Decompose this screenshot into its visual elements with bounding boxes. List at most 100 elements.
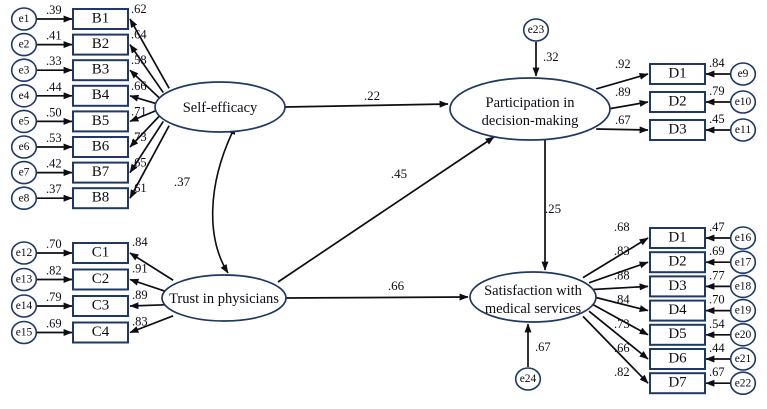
nodes-layer xyxy=(10,7,757,396)
error-label-e11: e11 xyxy=(735,124,751,136)
error-circle-e14 xyxy=(10,294,38,318)
indicator-label-d1-participation: D1 xyxy=(668,65,686,81)
covariance-value-self-efficacy-trust: .37 xyxy=(174,174,191,189)
error-label-e21: e21 xyxy=(735,353,752,365)
indicator-box-d5-satisfaction xyxy=(649,323,706,346)
error-label-e1: e1 xyxy=(19,13,30,25)
loading-path-self-efficacy-b4 xyxy=(129,94,158,105)
latent-label-trust: Trust in physicians xyxy=(169,291,279,307)
indicator-label-d2-participation: D2 xyxy=(668,93,686,109)
error-value-e13: .82 xyxy=(46,264,62,278)
loading-path-satisfaction-d1 xyxy=(582,237,649,279)
loading-value-self-efficacy-b4: .66 xyxy=(131,79,147,93)
error-value-e15: .69 xyxy=(46,317,62,331)
loading-value-trust-c3: .89 xyxy=(132,288,148,302)
error-label-e23: e23 xyxy=(528,24,545,36)
error-value-e3: .33 xyxy=(46,54,62,68)
indicator-box-b3-self-efficacy xyxy=(72,59,129,82)
latent-ellipse-self-efficacy xyxy=(154,81,286,133)
indicator-label-d4-satisfaction: D4 xyxy=(668,302,687,318)
indicator-label-d7-satisfaction: D7 xyxy=(668,375,687,391)
indicator-box-b2-self-efficacy xyxy=(72,33,129,56)
indicator-label-b8-self-efficacy: B8 xyxy=(92,190,110,206)
indicator-box-b6-self-efficacy xyxy=(72,136,129,158)
loading-value-self-efficacy-b6: .73 xyxy=(131,130,147,144)
indicator-box-d2-satisfaction xyxy=(649,251,706,274)
error-label-e15: e15 xyxy=(16,327,33,339)
error-label-e2: e2 xyxy=(19,39,30,51)
latent-label-participation-line2: decision-making xyxy=(482,113,579,129)
loading-value-trust-c2: .91 xyxy=(132,262,148,276)
indicator-label-d2-satisfaction: D2 xyxy=(668,254,686,270)
error-circle-e20 xyxy=(729,322,757,347)
loading-value-satisfaction-d2: .83 xyxy=(614,244,630,258)
error-label-e6: e6 xyxy=(19,141,30,153)
indicator-box-c4-trust xyxy=(72,321,129,344)
indicator-label-b4-self-efficacy: B4 xyxy=(92,87,110,103)
indicator-box-d1-participation xyxy=(649,63,706,85)
error-label-e4: e4 xyxy=(19,90,30,102)
loading-value-participation-d3: .67 xyxy=(615,113,631,127)
indicator-box-c1-trust xyxy=(72,242,129,264)
error-circle-e12 xyxy=(10,241,38,265)
error-circle-e11 xyxy=(729,118,757,142)
error-label-e14: e14 xyxy=(16,300,33,312)
loading-value-trust-c4: .83 xyxy=(132,315,148,329)
indicator-box-d4-satisfaction xyxy=(649,299,706,322)
loading-path-satisfaction-d5 xyxy=(592,303,649,336)
loading-path-self-efficacy-b2 xyxy=(129,44,164,94)
loading-value-satisfaction-d6: .66 xyxy=(614,341,630,355)
indicator-box-b1-self-efficacy xyxy=(72,8,129,30)
disturbance-value-e23: .32 xyxy=(543,50,559,64)
error-circle-e9 xyxy=(729,62,757,86)
error-value-e2: .41 xyxy=(46,29,62,43)
loading-value-self-efficacy-b7: .65 xyxy=(131,156,147,170)
structural-value-self-efficacy-participation: .22 xyxy=(364,88,380,103)
error-circle-e3 xyxy=(10,58,38,82)
loading-value-satisfaction-d7: .82 xyxy=(614,365,630,379)
loading-path-trust-c3 xyxy=(129,302,166,310)
loading-value-satisfaction-d4: .84 xyxy=(614,293,630,307)
loading-value-satisfaction-d3: .88 xyxy=(614,268,630,282)
indicator-box-d7-satisfaction xyxy=(649,372,706,395)
loading-path-satisfaction-d7 xyxy=(582,315,649,384)
error-value-e1: .39 xyxy=(46,3,62,17)
error-value-e17: .69 xyxy=(709,244,725,258)
error-circle-e10 xyxy=(729,90,757,114)
error-circle-e19 xyxy=(729,298,757,323)
error-value-e11: .45 xyxy=(709,112,725,126)
error-circle-e5 xyxy=(10,109,38,134)
indicator-box-c2-trust xyxy=(72,268,129,291)
indicator-label-d3-participation: D3 xyxy=(668,121,686,137)
loading-path-trust-c1 xyxy=(129,252,174,281)
loading-path-satisfaction-d3 xyxy=(592,283,649,291)
loading-value-self-efficacy-b1: .62 xyxy=(131,2,147,16)
error-value-e16: .47 xyxy=(709,220,725,234)
loading-path-trust-c2 xyxy=(129,278,166,293)
indicator-label-b6-self-efficacy: B6 xyxy=(92,138,110,154)
indicator-box-d3-satisfaction xyxy=(649,275,706,298)
error-circle-e22 xyxy=(729,371,757,396)
loading-path-self-efficacy-b7 xyxy=(129,120,164,174)
error-circle-e18 xyxy=(729,274,757,299)
structural-value-trust-participation: .45 xyxy=(391,166,407,181)
error-label-e9: e9 xyxy=(738,68,749,80)
indicator-box-d2-participation xyxy=(649,91,706,113)
loading-value-participation-d1: .92 xyxy=(615,57,631,71)
error-value-e6: .53 xyxy=(46,131,62,145)
error-label-e13: e13 xyxy=(16,274,33,286)
loading-path-self-efficacy-b5 xyxy=(129,109,158,123)
error-label-e17: e17 xyxy=(735,256,752,268)
loading-path-self-efficacy-b8 xyxy=(129,125,170,199)
latent-ellipse-participation xyxy=(449,77,611,141)
loading-path-self-efficacy-b1 xyxy=(129,18,170,89)
indicator-label-c4-trust: C4 xyxy=(92,324,110,340)
error-circle-e1 xyxy=(10,7,38,31)
indicator-label-c2-trust: C2 xyxy=(92,271,110,287)
error-label-e24: e24 xyxy=(520,373,537,385)
error-value-e14: .79 xyxy=(46,290,62,304)
loading-path-trust-c4 xyxy=(129,314,174,334)
error-circle-e13 xyxy=(10,267,38,292)
